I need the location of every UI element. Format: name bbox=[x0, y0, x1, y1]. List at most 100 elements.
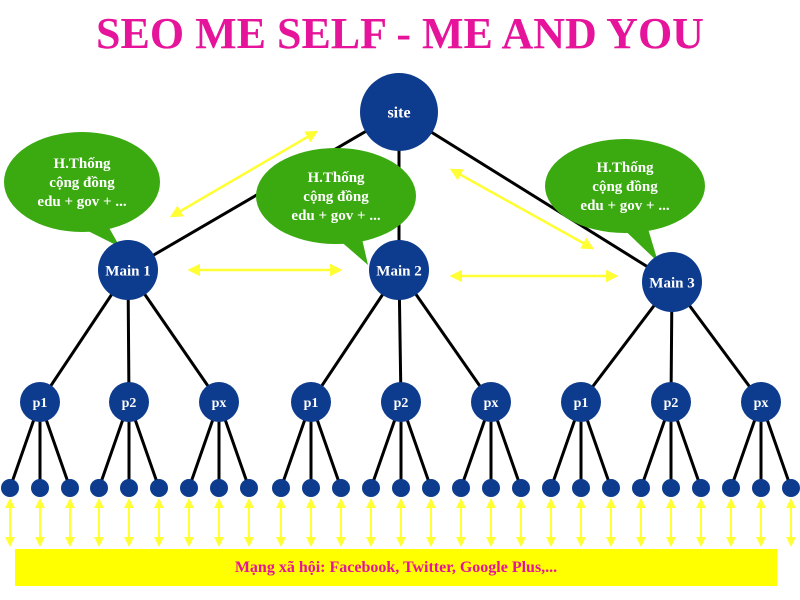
leaf-node-circle bbox=[422, 479, 440, 497]
leaf-node bbox=[180, 479, 198, 497]
speech-bubble-3: H.Thống cộng đồng edu + gov + ... bbox=[545, 139, 705, 262]
leaf-node-circle bbox=[1, 479, 19, 497]
leaf-node-circle bbox=[240, 479, 258, 497]
leaf-node bbox=[662, 479, 680, 497]
leaf-node bbox=[1, 479, 19, 497]
leaf-node-circle bbox=[332, 479, 350, 497]
page-node-label: p1 bbox=[33, 396, 48, 411]
yellow-arrows bbox=[5, 130, 796, 547]
leaf-node bbox=[752, 479, 770, 497]
page-node: p2 bbox=[651, 382, 691, 422]
leaf-node-circle bbox=[512, 479, 530, 497]
leaf-node-circle bbox=[782, 479, 800, 497]
bubble-body bbox=[256, 148, 416, 244]
page-node-label: p1 bbox=[304, 396, 319, 411]
site-node-label: site bbox=[387, 105, 410, 122]
bubble-line: edu + gov + ... bbox=[291, 208, 380, 224]
page-node: px bbox=[471, 382, 511, 422]
page-node-label: px bbox=[212, 396, 227, 411]
leaf-node bbox=[422, 479, 440, 497]
page-node-circle bbox=[199, 382, 239, 422]
page-node-circle bbox=[651, 382, 691, 422]
leaf-node bbox=[452, 479, 470, 497]
main-node-1-label: Main 1 bbox=[105, 263, 150, 279]
bubble-body bbox=[545, 139, 705, 233]
site-node-circle bbox=[360, 73, 438, 151]
bubble-line: cộng đồng bbox=[303, 189, 369, 205]
leaf-node bbox=[482, 479, 500, 497]
page-node-label: p2 bbox=[394, 396, 409, 411]
leaf-node bbox=[542, 479, 560, 497]
leaf-node-circle bbox=[572, 479, 590, 497]
leaf-node bbox=[31, 479, 49, 497]
leaf-node bbox=[332, 479, 350, 497]
page-node-circle bbox=[741, 382, 781, 422]
leaf-node-circle bbox=[362, 479, 380, 497]
bubble-line: edu + gov + ... bbox=[37, 194, 126, 210]
leaf-node bbox=[632, 479, 650, 497]
page-node: p2 bbox=[109, 382, 149, 422]
leaf-node bbox=[302, 479, 320, 497]
main-node-1-circle bbox=[98, 240, 158, 300]
main-node-1: Main 1 bbox=[98, 240, 158, 300]
leaf-node bbox=[392, 479, 410, 497]
site-node: site bbox=[360, 73, 438, 151]
leaf-node-circle bbox=[392, 479, 410, 497]
bubble-line: edu + gov + ... bbox=[580, 198, 669, 214]
bubble-line: H.Thống bbox=[596, 160, 654, 176]
page-node-label: px bbox=[484, 396, 499, 411]
page-node: px bbox=[199, 382, 239, 422]
leaf-node bbox=[90, 479, 108, 497]
leaf-node-circle bbox=[752, 479, 770, 497]
main-node-3-circle bbox=[642, 252, 702, 312]
speech-bubble-2: H.Thống cộng đồng edu + gov + ... bbox=[256, 148, 416, 265]
main-node-2: Main 2 bbox=[369, 240, 429, 300]
main-node-3-label: Main 3 bbox=[649, 275, 694, 291]
main-node-3: Main 3 bbox=[642, 252, 702, 312]
page-node: px bbox=[741, 382, 781, 422]
leaf-node-circle bbox=[692, 479, 710, 497]
leaf-node-circle bbox=[542, 479, 560, 497]
arrow-main1-site bbox=[169, 130, 319, 218]
bubble-line: H.Thống bbox=[307, 170, 365, 186]
leaf-node bbox=[240, 479, 258, 497]
leaf-node bbox=[150, 479, 168, 497]
page-node: p1 bbox=[291, 382, 331, 422]
leaf-node bbox=[602, 479, 620, 497]
leaf-node-circle bbox=[31, 479, 49, 497]
leaf-node bbox=[61, 479, 79, 497]
leaf-node bbox=[210, 479, 228, 497]
page-node: p2 bbox=[381, 382, 421, 422]
page-node-circle bbox=[291, 382, 331, 422]
page-node-circle bbox=[471, 382, 511, 422]
page-node-label: px bbox=[754, 396, 769, 411]
main-node-2-label: Main 2 bbox=[376, 263, 421, 279]
leaf-node-circle bbox=[210, 479, 228, 497]
leaf-node bbox=[362, 479, 380, 497]
page-node-label: p2 bbox=[122, 396, 137, 411]
page-node-label: p2 bbox=[664, 396, 679, 411]
page-node-circle bbox=[20, 382, 60, 422]
leaf-node bbox=[692, 479, 710, 497]
leaf-node-circle bbox=[120, 479, 138, 497]
leaf-node bbox=[572, 479, 590, 497]
speech-bubbles: H.Thống cộng đồng edu + gov + ... H.Thống cộ… bbox=[4, 132, 705, 265]
leaf-node bbox=[512, 479, 530, 497]
bubble-line: cộng đồng bbox=[592, 179, 658, 195]
bubble-line: H.Thống bbox=[53, 156, 111, 172]
leaf-node-circle bbox=[61, 479, 79, 497]
page-node-circle bbox=[109, 382, 149, 422]
social-network-bar: Mạng xã hội: Facebook, Twitter, Google P… bbox=[15, 549, 777, 586]
leaf-node-circle bbox=[302, 479, 320, 497]
page-node: p1 bbox=[561, 382, 601, 422]
leaf-node bbox=[120, 479, 138, 497]
bubble-body bbox=[4, 132, 160, 232]
page-node-label: p1 bbox=[574, 396, 589, 411]
leaf-node-circle bbox=[482, 479, 500, 497]
page-node: p1 bbox=[20, 382, 60, 422]
leaf-node-circle bbox=[452, 479, 470, 497]
leaf-node-circle bbox=[272, 479, 290, 497]
page-node-circle bbox=[381, 382, 421, 422]
